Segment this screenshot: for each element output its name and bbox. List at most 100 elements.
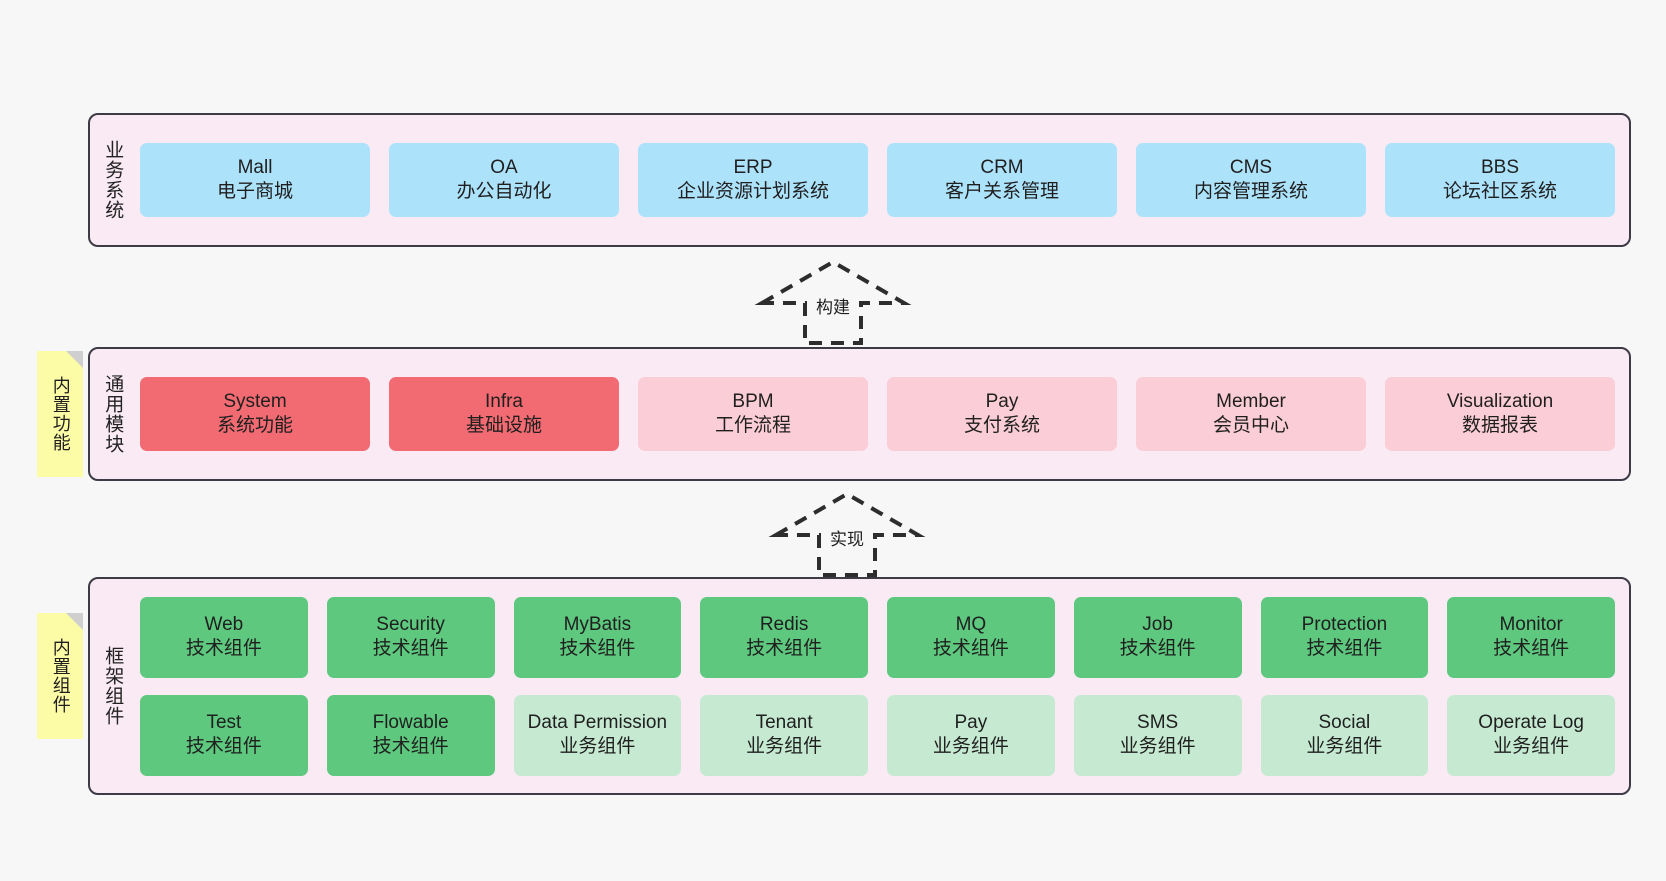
- node-title: Flowable: [372, 711, 449, 733]
- node-subtitle: 技术组件: [185, 638, 262, 659]
- node-flowable[interactable]: Flowable 技术组件: [326, 694, 495, 776]
- node-subtitle: 会员中心: [1212, 415, 1289, 436]
- node-sms[interactable]: SMS 业务组件: [1073, 694, 1242, 776]
- row: Mall 电子商城 OA 办公自动化 ERP 企业资源计划系统 CRM 客户关系…: [140, 143, 1615, 217]
- node-subtitle: 业务组件: [559, 736, 636, 757]
- node-pay-module[interactable]: Pay 支付系统: [887, 377, 1117, 451]
- node-title: Member: [1216, 390, 1286, 412]
- layer-body-modules: System 系统功能 Infra 基础设施 BPM 工作流程 Pay 支付系统…: [134, 349, 1629, 479]
- node-title: Data Permission: [527, 711, 668, 733]
- sticky-note-builtin-components: 内置组件: [37, 613, 83, 739]
- node-subtitle: 技术组件: [1493, 638, 1570, 659]
- node-monitor[interactable]: Monitor 技术组件: [1447, 596, 1615, 678]
- node-bbs[interactable]: BBS 论坛社区系统: [1385, 143, 1615, 217]
- node-social[interactable]: Social 业务组件: [1260, 694, 1429, 776]
- node-title: Mall: [237, 156, 273, 178]
- node-subtitle: 技术组件: [185, 736, 262, 757]
- connector-build: 构建: [748, 255, 918, 345]
- dashed-hollow-arrow-up-icon: [754, 259, 912, 345]
- node-protection[interactable]: Protection 技术组件: [1260, 596, 1429, 678]
- node-security[interactable]: Security 技术组件: [326, 596, 495, 678]
- node-title: Infra: [484, 390, 524, 412]
- node-infra[interactable]: Infra 基础设施: [389, 377, 619, 451]
- row: Test 技术组件 Flowable 技术组件 Data Permission …: [140, 694, 1615, 776]
- node-title: Visualization: [1446, 390, 1554, 412]
- node-pay-component[interactable]: Pay 业务组件: [887, 694, 1055, 776]
- node-subtitle: 技术组件: [372, 638, 449, 659]
- node-subtitle: 工作流程: [714, 415, 791, 436]
- node-subtitle: 论坛社区系统: [1442, 181, 1557, 202]
- node-oa[interactable]: OA 办公自动化: [389, 143, 619, 217]
- sticky-note-label: 内置组件: [50, 638, 71, 714]
- node-redis[interactable]: Redis 技术组件: [700, 596, 868, 678]
- node-title: CMS: [1229, 156, 1273, 178]
- node-subtitle: 技术组件: [746, 638, 823, 659]
- node-erp[interactable]: ERP 企业资源计划系统: [638, 143, 868, 217]
- node-subtitle: 技术组件: [372, 736, 449, 757]
- node-title: Protection: [1301, 613, 1388, 635]
- node-title: BPM: [732, 390, 774, 412]
- node-subtitle: 业务组件: [932, 736, 1009, 757]
- node-subtitle: 基础设施: [465, 415, 542, 436]
- sticky-note-builtin-features: 内置功能: [37, 351, 83, 477]
- node-title: System: [223, 390, 287, 412]
- folded-corner-icon: [66, 351, 83, 368]
- node-subtitle: 电子商城: [216, 181, 293, 202]
- layer-title-framework: 框架组件: [102, 646, 124, 726]
- node-title: MyBatis: [563, 613, 632, 635]
- node-mq[interactable]: MQ 技术组件: [887, 596, 1055, 678]
- node-operate-log[interactable]: Operate Log 业务组件: [1447, 694, 1615, 776]
- node-title: Operate Log: [1478, 711, 1584, 733]
- node-tenant[interactable]: Tenant 业务组件: [700, 694, 868, 776]
- node-subtitle: 技术组件: [1306, 638, 1383, 659]
- layer-title-modules: 通用模块: [102, 374, 124, 454]
- layer-business-systems: 业务系统 Mall 电子商城 OA 办公自动化 ERP 企业资源计划系统 CRM…: [88, 113, 1631, 247]
- layer-framework-components: 框架组件 Web 技术组件 Security 技术组件 MyBatis 技术组件…: [88, 577, 1631, 795]
- node-web[interactable]: Web 技术组件: [140, 596, 308, 678]
- node-subtitle: 技术组件: [559, 638, 636, 659]
- node-title: Test: [206, 711, 242, 733]
- node-title: Pay: [954, 711, 988, 733]
- node-bpm[interactable]: BPM 工作流程: [638, 377, 868, 451]
- node-mall[interactable]: Mall 电子商城: [140, 143, 370, 217]
- node-data-permission[interactable]: Data Permission 业务组件: [513, 694, 682, 776]
- node-subtitle: 客户关系管理: [944, 181, 1059, 202]
- node-visualization[interactable]: Visualization 数据报表: [1385, 377, 1615, 451]
- node-subtitle: 业务组件: [1119, 736, 1196, 757]
- node-job[interactable]: Job 技术组件: [1073, 596, 1242, 678]
- node-subtitle: 业务组件: [1493, 736, 1570, 757]
- node-title: OA: [490, 156, 518, 178]
- layer-title-business: 业务系统: [102, 140, 124, 220]
- node-subtitle: 业务组件: [746, 736, 823, 757]
- node-title: Tenant: [755, 711, 813, 733]
- node-subtitle: 系统功能: [216, 415, 293, 436]
- row: System 系统功能 Infra 基础设施 BPM 工作流程 Pay 支付系统…: [140, 377, 1615, 451]
- node-title: SMS: [1137, 711, 1179, 733]
- layer-common-modules: 通用模块 System 系统功能 Infra 基础设施 BPM 工作流程 Pay…: [88, 347, 1631, 481]
- folded-corner-icon: [66, 613, 83, 630]
- node-member[interactable]: Member 会员中心: [1136, 377, 1366, 451]
- node-title: Security: [376, 613, 445, 635]
- node-subtitle: 技术组件: [1119, 638, 1196, 659]
- sticky-note-label: 内置功能: [50, 376, 71, 452]
- node-cms[interactable]: CMS 内容管理系统: [1136, 143, 1366, 217]
- node-subtitle: 数据报表: [1461, 415, 1538, 436]
- node-subtitle: 企业资源计划系统: [676, 181, 829, 202]
- node-subtitle: 技术组件: [932, 638, 1009, 659]
- node-subtitle: 支付系统: [963, 415, 1040, 436]
- node-system[interactable]: System 系统功能: [140, 377, 370, 451]
- node-title: BBS: [1480, 156, 1520, 178]
- node-title: Monitor: [1499, 613, 1563, 635]
- node-crm[interactable]: CRM 客户关系管理: [887, 143, 1117, 217]
- connector-label: 实现: [830, 530, 864, 549]
- connector-implement: 实现: [762, 487, 932, 577]
- node-test[interactable]: Test 技术组件: [140, 694, 308, 776]
- node-mybatis[interactable]: MyBatis 技术组件: [513, 596, 682, 678]
- layer-body-business: Mall 电子商城 OA 办公自动化 ERP 企业资源计划系统 CRM 客户关系…: [134, 115, 1629, 245]
- node-title: ERP: [733, 156, 773, 178]
- node-title: Pay: [985, 390, 1019, 412]
- node-title: Redis: [759, 613, 809, 635]
- node-subtitle: 业务组件: [1306, 736, 1383, 757]
- node-title: Social: [1318, 711, 1371, 733]
